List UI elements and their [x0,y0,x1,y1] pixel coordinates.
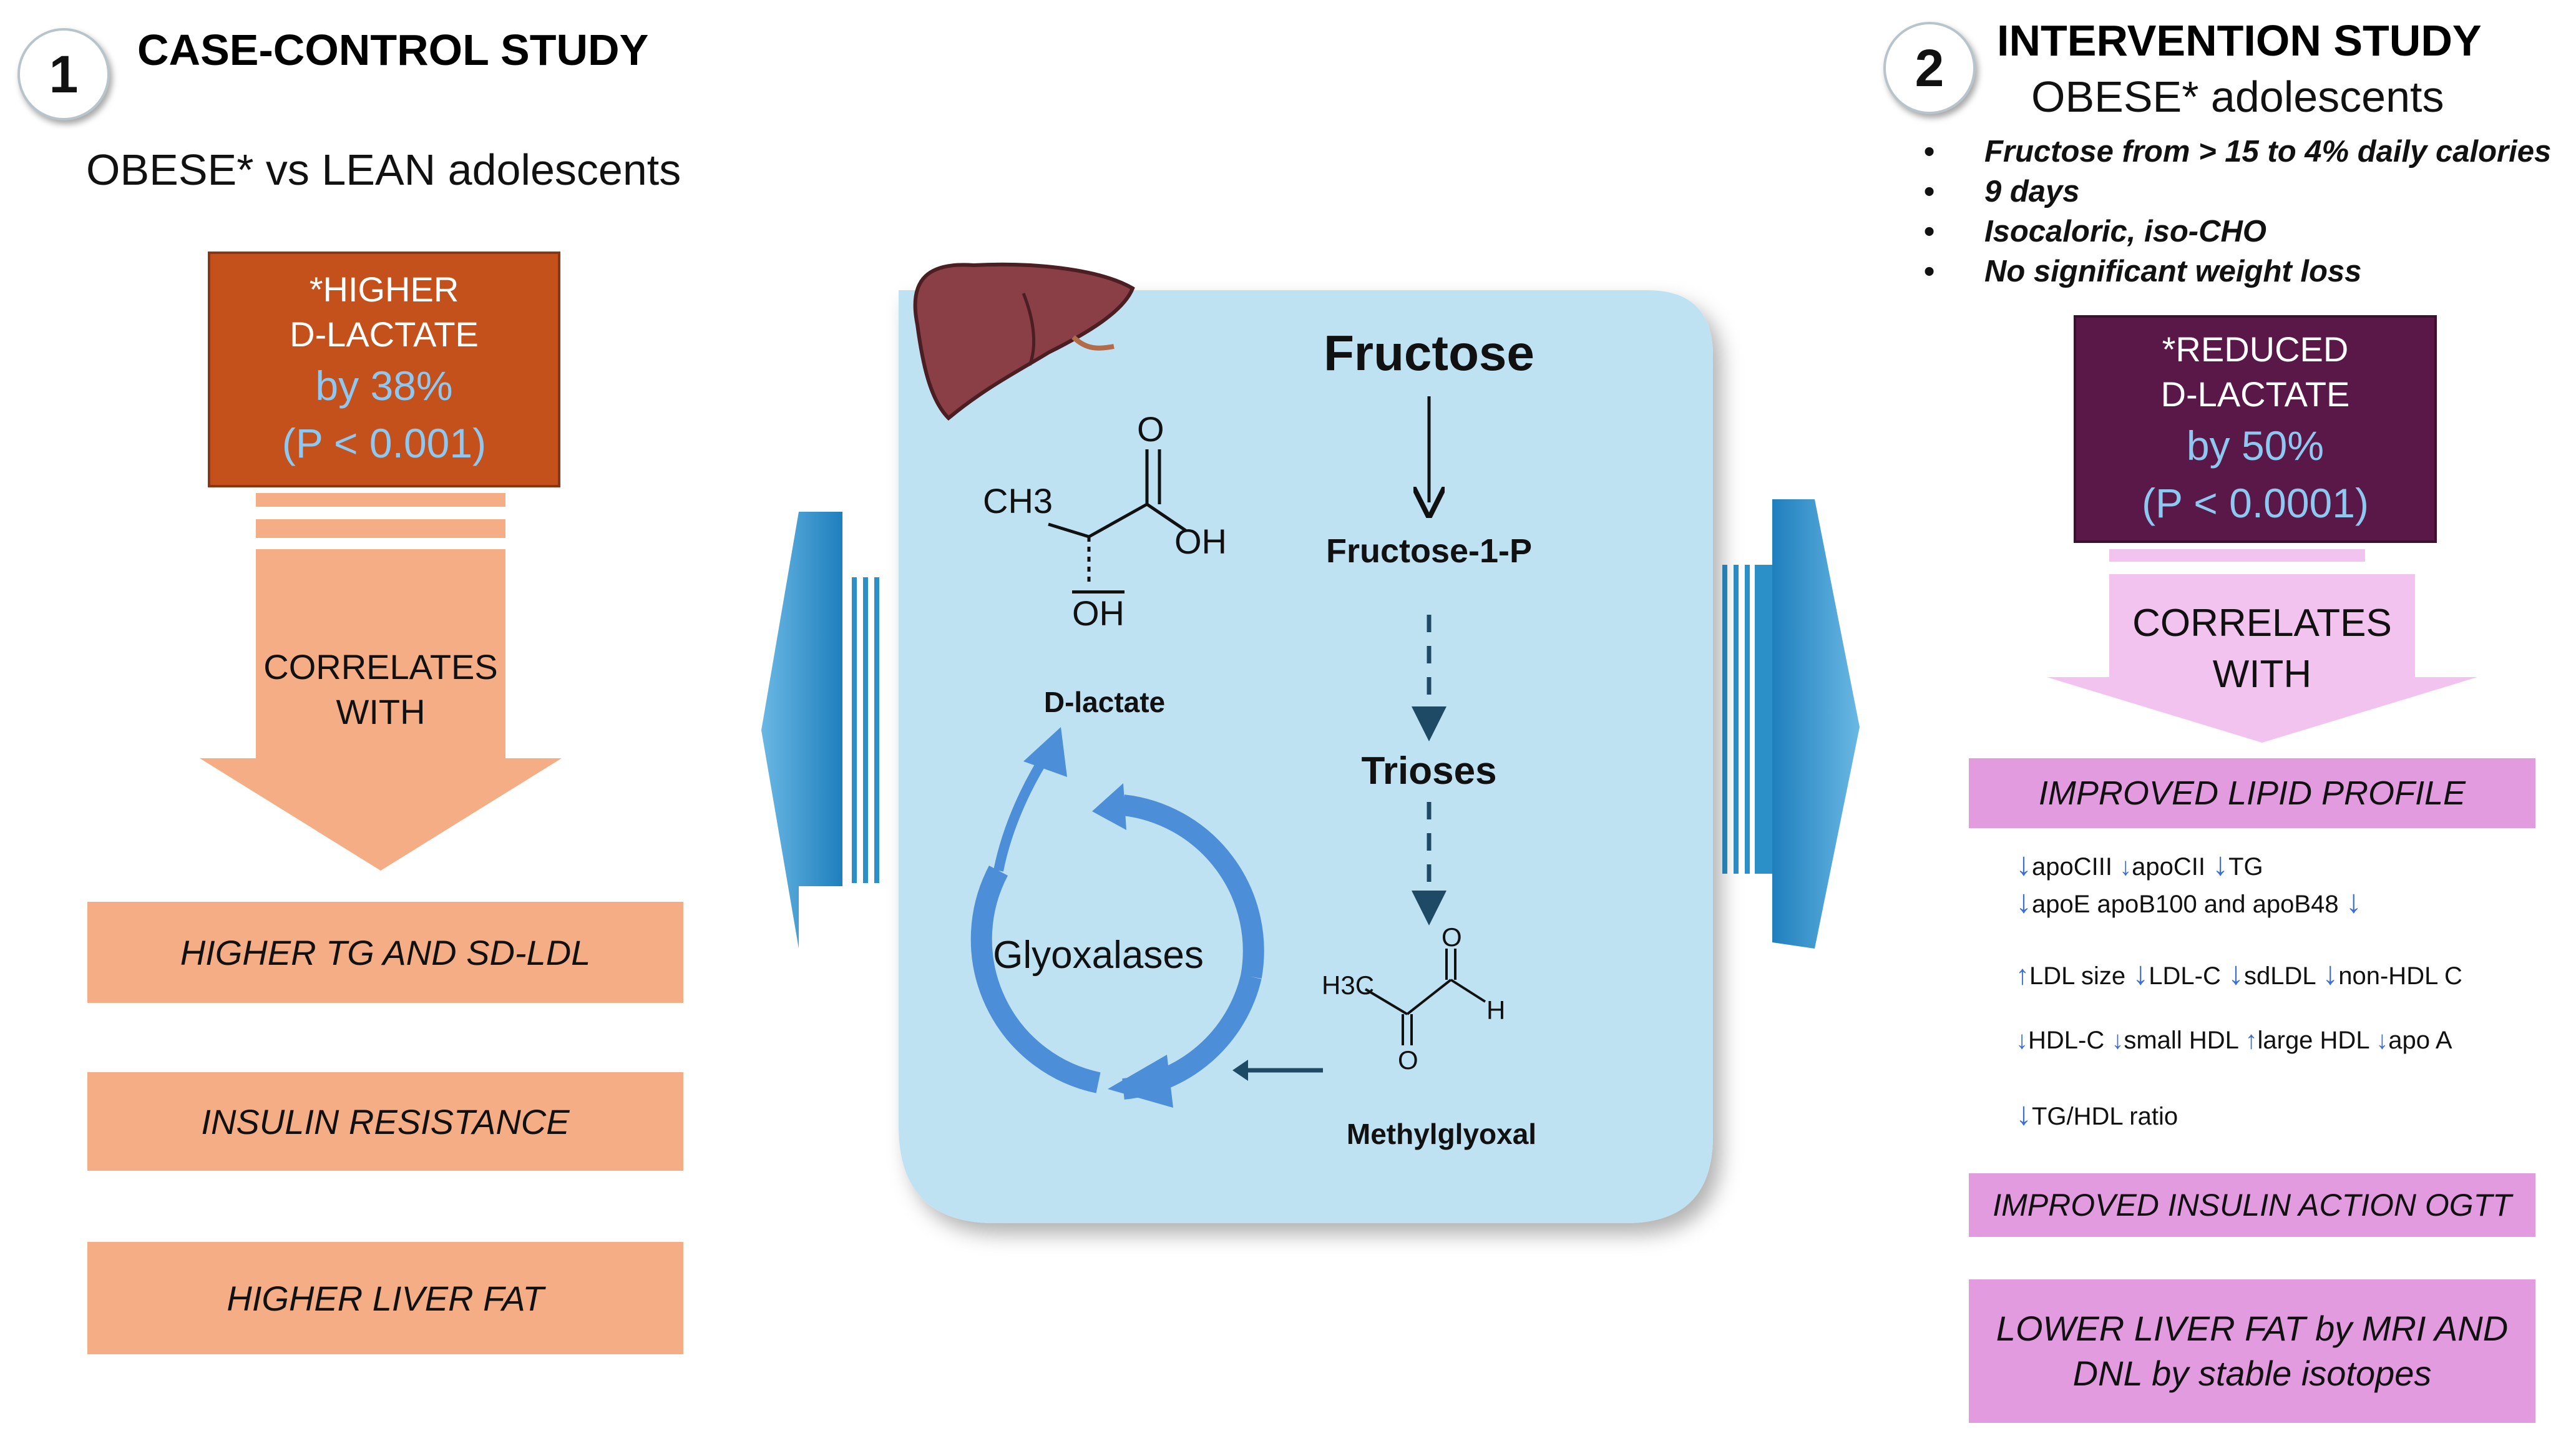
up-arrow-icon: ↑ [2245,1027,2258,1054]
lipid-row-3: ↑LDL size ↓LDL-C ↓sdLDL ↓non-HDL C [2016,955,2462,992]
liver-fat-line-1: LOWER LIVER FAT by MRI AND [1996,1309,2509,1348]
left-side-arrow [761,512,879,949]
lipid-apocii: apoCII [2132,853,2205,881]
down-arrow-icon: ↓ [2111,1027,2124,1054]
down-arrow-icon: ↓ [2322,955,2339,992]
left-item-tg-sdldl: HIGHER TG AND SD-LDL [87,902,683,1003]
lipid-profile-header: IMPROVED LIPID PROFILE [1969,758,2535,828]
insulin-action-item: IMPROVED INSULIN ACTION OGTT [1969,1173,2535,1237]
lipid-row-2: ↓apoE apoB100 and apoB48 ↓ [2016,883,2362,921]
lipid-row-4: ↓HDL-C ↓small HDL ↑large HDL ↓apo A [2016,1027,2452,1055]
fructose-label: Fructose [1324,325,1534,381]
left-correlates-arrow [200,493,562,871]
higher-label: *HIGHER [309,270,459,309]
intervention-subtitle: OBESE* adolescents [2031,72,2444,121]
down-arrow-icon: ↓ [2016,846,2032,882]
correlates-label: CORRELATES [263,647,498,686]
down-arrow-icon: ↓ [2345,884,2362,920]
down-arrow-icon: ↓ [2016,1096,2032,1132]
right-correlates-arrow [2047,549,2477,743]
down-arrow-icon: ↓ [2376,1027,2389,1054]
p-value: (P < 0.0001) [2142,479,2369,526]
down-arrow-icon: ↓ [2016,1027,2028,1054]
lipid-apoe-apob: apoE apoB100 and apoB48 [2032,891,2339,918]
lipid-row-5: ↓TG/HDL ratio [2016,1095,2178,1133]
lipid-row-1: ↓apoCIII ↓apoCII ↓TG [2016,846,2263,883]
case-control-subtitle: OBESE* vs LEAN adolescents [86,145,681,194]
intervention-bullets: Fructose from > 15 to 4% daily calories … [1919,134,2551,294]
lipid-non-hdl: non-HDL C [2338,962,2462,990]
lipid-apociii: apoCIII [2032,853,2112,881]
lipid-tg-hdl-ratio: TG/HDL ratio [2032,1103,2178,1130]
acid-oh-atom: OH [1174,522,1227,561]
liver-fat-item: LOWER LIVER FAT by MRI AND DNL by stable… [1969,1279,2535,1423]
higher-d-lactate-box: *HIGHER D-LACTATE by 38% (P < 0.001) [208,252,560,487]
down-arrow-icon: ↓ [2227,955,2244,992]
left-item-liver-fat: HIGHER LIVER FAT [87,1242,683,1354]
center-panel [899,290,1713,1223]
trioses-label: Trioses [1361,750,1497,793]
lipid-apo-a: apo A [2388,1027,2452,1054]
d-lactate-label: D-LACTATE [2160,374,2350,414]
lipid-sdldl: sdLDL [2243,962,2316,990]
fructose-1-p-label: Fructose-1-P [1325,532,1533,570]
left-correlates-text: CORRELATES WITH [256,643,505,736]
reduced-label: *REDUCED [2162,329,2349,369]
right-correlates-text: CORRELATES WITH [2109,596,2415,702]
lipid-hdl-c: HDL-C [2028,1027,2105,1054]
down-arrow-icon: ↓ [2119,853,2132,881]
bullet-isocaloric: Isocaloric, iso-CHO [1919,214,2551,254]
with-label: WITH [336,692,426,731]
d-lactate-label: D-LACTATE [290,315,479,354]
lipid-small-hdl: small HDL [2124,1027,2238,1054]
right-side-arrow [1722,499,1860,949]
bullet-fructose: Fructose from > 15 to 4% daily calories [1919,134,2551,174]
intervention-title: INTERVENTION STUDY [1997,16,2482,65]
glyoxalases-label: Glyoxalases [993,934,1204,977]
step-number-1: 1 [17,28,110,120]
d-lactate-structure [1048,449,1187,587]
lipid-large-hdl: large HDL [2257,1027,2369,1054]
with-label: WITH [2212,653,2312,696]
mg-bottom-o-atom: O [1398,1045,1418,1075]
ch3-atom: CH3 [983,481,1053,520]
down-arrow-icon: ↓ [2016,884,2032,920]
reduced-d-lactate-box: *REDUCED D-LACTATE by 50% (P < 0.0001) [2074,315,2437,543]
carbonyl-o-atom: O [1137,409,1164,449]
lipid-tg: TG [2228,853,2263,881]
correlates-label: CORRELATES [2132,602,2392,645]
mg-h-atom: H [1486,995,1506,1025]
hydroxyl-oh-atom: OH [1072,593,1125,633]
liver-icon [913,262,1135,421]
up-arrow-icon: ↑ [2016,960,2029,990]
lipid-ldl-size: LDL size [2029,962,2126,990]
bullet-weight: No significant weight loss [1919,254,2551,294]
pathway-arrows [1232,396,1447,1081]
reduction-percent: by 50% [2186,422,2325,469]
glyoxalase-cycle [970,727,1264,1108]
methylglyoxal-structure [1364,949,1486,1045]
case-control-title: CASE-CONTROL STUDY [137,26,649,74]
methylglyoxal-label: Methylglyoxal [1346,1118,1537,1150]
mg-top-o-atom: O [1442,922,1462,952]
bullet-days: 9 days [1919,174,2551,214]
left-item-insulin-resistance: INSULIN RESISTANCE [87,1072,683,1171]
liver-fat-line-2: DNL by stable isotopes [2072,1354,2432,1393]
p-value: (P < 0.001) [281,420,487,466]
increase-percent: by 38% [315,363,453,409]
lipid-ldl-c: LDL-C [2149,962,2221,990]
down-arrow-icon: ↓ [2132,955,2149,992]
h3c-atom: H3C [1322,970,1375,1000]
down-arrow-icon: ↓ [2212,846,2229,882]
d-lactate-molecule-label: D-lactate [1043,686,1166,718]
step-number-2: 2 [1883,22,1976,114]
